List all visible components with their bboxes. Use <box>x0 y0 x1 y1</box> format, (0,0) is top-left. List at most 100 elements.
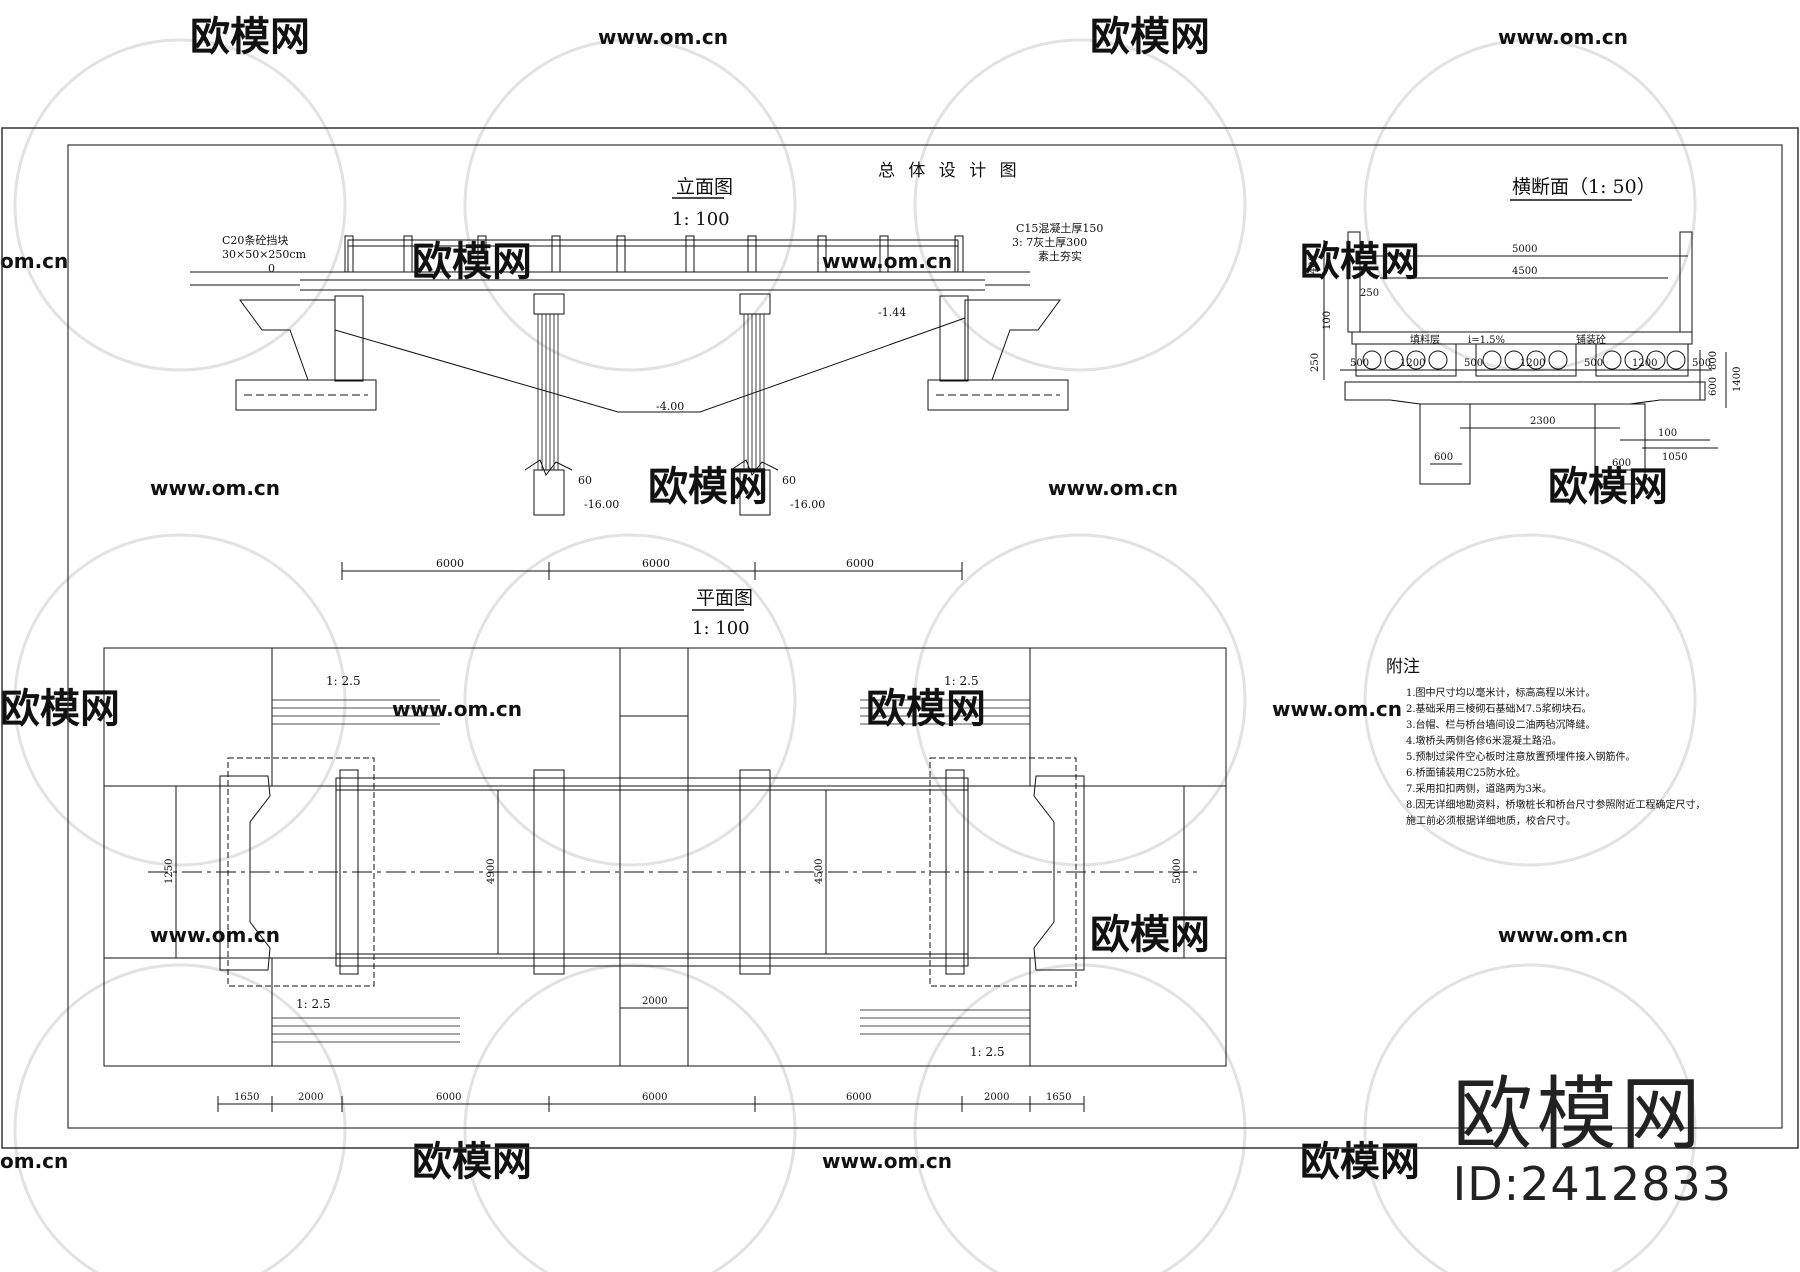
plan-d-2000b: 2000 <box>984 1092 1009 1103</box>
notes-item: 1.图中尺寸均以毫米计，标高高程以米计。 <box>1406 686 1596 699</box>
sheet-frames <box>1 127 1799 1149</box>
cs-d-500b: 500 <box>1464 358 1483 369</box>
elev-pile-dia-1: 60 <box>578 474 592 487</box>
wm-url: www.om.cn <box>1498 25 1628 49</box>
plan-width-right: 5000 <box>1172 859 1183 884</box>
elev-span-3: 6000 <box>846 557 874 570</box>
notes-block: 附注 1.图中尺寸均以毫米计，标高高程以米计。 2.基础采用三棱砌石基础M7.5… <box>1386 657 1706 827</box>
cs-dim-4500: 4500 <box>1512 266 1537 277</box>
plan-width-mid1: 4900 <box>486 859 497 884</box>
wm-url: www.om.cn <box>150 923 280 947</box>
cs-d-500a: 500 <box>1350 358 1369 369</box>
cs-d-1200b: 1200 <box>1520 358 1545 369</box>
brand-watermark: 欧模网 ID:2412833 <box>1452 1068 1732 1211</box>
notes-item: 6.桥面铺装用C25防水砼。 <box>1406 766 1526 779</box>
cs-dim-5000: 5000 <box>1512 244 1537 255</box>
cs-d-1050: 1050 <box>1662 452 1687 463</box>
notes-item: 5.预制过梁件空心板时注意放置预埋件接入钢筋件。 <box>1406 750 1636 763</box>
elevation-view: 立面图 1: 100 <box>190 176 1103 580</box>
cs-d-500d: 500 <box>1692 358 1711 369</box>
plan-slope-1: 1: 2.5 <box>326 674 361 688</box>
wm-url: www.om.cn <box>392 697 522 721</box>
elev-span-1: 6000 <box>436 557 464 570</box>
elevation-title: 立面图 <box>676 176 733 198</box>
elev-level-bottom: -4.00 <box>656 400 684 413</box>
notes-title: 附注 <box>1386 657 1420 677</box>
elev-level-top: 0 <box>268 262 275 275</box>
plan-d-2000a: 2000 <box>298 1092 323 1103</box>
notes-item: 3.台帽、栏与桥台墙间设二油两毡沉降缝。 <box>1406 718 1596 731</box>
elev-pile-tip-1: -16.00 <box>584 498 619 511</box>
plan-slope-2: 1: 2.5 <box>944 674 979 688</box>
cs-d-500c: 500 <box>1584 358 1603 369</box>
elev-pile-tip-2: -16.00 <box>790 498 825 511</box>
plan-width-mid2: 4500 <box>814 859 825 884</box>
cs-d-600c: 600 <box>1612 458 1631 469</box>
wm-brand: 欧模网 <box>412 1139 532 1185</box>
elev-pile-dia-2: 60 <box>782 474 796 487</box>
watermark-layer <box>13 38 1697 1272</box>
wm-url: www.om.cn <box>150 476 280 500</box>
cs-dim-250: 250 <box>1310 353 1321 372</box>
watermark-text: 欧模网 www.om.cn 欧模网 www.om.cn om.cn 欧模网 ww… <box>0 14 1668 1185</box>
notes-item: 施工前必须根据详细地质，校合尺寸。 <box>1406 814 1576 827</box>
brand-id-label: ID:2412833 <box>1452 1157 1732 1211</box>
wm-brand: 欧模网 <box>1548 464 1668 510</box>
cs-d-800: 800 <box>1708 351 1719 370</box>
cross-section-view: 横断面（1: 50） <box>1308 176 1743 485</box>
elev-note-right-3: 素土夯实 <box>1038 249 1082 263</box>
notes-item: 4.墩桥头两侧各修6米混凝土路沿。 <box>1406 734 1562 747</box>
wm-url: www.om.cn <box>598 25 728 49</box>
cs-dim-400: 400 <box>1308 255 1319 274</box>
elev-level-right: -1.44 <box>878 306 906 319</box>
wm-url: www.om.cn <box>1498 923 1628 947</box>
wm-brand: 欧模网 <box>1300 1139 1420 1185</box>
notes-item: 8.因无详细地勘资料，桥墩桩长和桥台尺寸参照附近工程确定尺寸， <box>1406 798 1706 811</box>
notes-item: 2.基础采用三棱砌石基础M7.5浆砌块石。 <box>1406 702 1592 715</box>
plan-slope-3: 1: 2.5 <box>296 997 331 1011</box>
plan-width-left: 1250 <box>164 859 175 884</box>
sheet-title: 总 体 设 计 图 <box>878 161 1021 181</box>
wm-brand: 欧模网 <box>0 686 120 732</box>
notes-item: 7.采用扣扣两侧，道路两为3米。 <box>1406 782 1552 795</box>
wm-brand: 欧模网 <box>1090 14 1210 60</box>
wm-brand: 欧模网 <box>412 239 532 285</box>
plan-d-6000b: 6000 <box>642 1092 667 1103</box>
wm-short-url: om.cn <box>0 249 68 273</box>
cs-d-600b: 600 <box>1434 452 1453 463</box>
cs-d-2300: 2300 <box>1530 416 1555 427</box>
cs-d-1200a: 1200 <box>1400 358 1425 369</box>
plan-d-6000c: 6000 <box>846 1092 871 1103</box>
brand-logo-text: 欧模网 <box>1452 1068 1705 1161</box>
wm-url: www.om.cn <box>822 1149 952 1173</box>
plan-d-6000a: 6000 <box>436 1092 461 1103</box>
elev-note-right-2: 3: 7灰土厚300 <box>1012 235 1087 249</box>
cs-label-layer: 填料层 <box>1410 333 1440 346</box>
plan-d-1650b: 1650 <box>1046 1092 1071 1103</box>
elevation-scale: 1: 100 <box>672 209 730 230</box>
wm-url: www.om.cn <box>1272 697 1402 721</box>
wm-short-url: om.cn <box>0 1149 68 1173</box>
plan-view: 平面图 1: 100 <box>103 587 1227 1112</box>
cs-d-600: 600 <box>1708 377 1719 396</box>
cs-label-pave: 铺装砼 <box>1576 333 1606 346</box>
wm-brand: 欧模网 <box>190 14 310 60</box>
plan-d-1650a: 1650 <box>234 1092 259 1103</box>
cs-dim-100: 100 <box>1322 311 1333 330</box>
wm-url: www.om.cn <box>822 249 952 273</box>
elev-note-right-1: C15混凝土厚150 <box>1016 221 1103 235</box>
wm-brand: 欧模网 <box>1090 912 1210 958</box>
cs-d-1400: 1400 <box>1732 367 1743 392</box>
cs-label-slope: i=1.5% <box>1468 335 1505 346</box>
wm-brand: 欧模网 <box>866 686 986 732</box>
cs-dim-250-top: 250 <box>1360 288 1379 299</box>
plan-channel: 2000 <box>642 996 667 1007</box>
cs-d-100: 100 <box>1658 428 1677 439</box>
elev-span-2: 6000 <box>642 557 670 570</box>
plan-scale: 1: 100 <box>692 618 750 639</box>
cross-section-title: 横断面（1: 50） <box>1512 176 1656 198</box>
elev-note-left-1: C20条砼挡块 <box>222 233 288 247</box>
wm-url: www.om.cn <box>1048 476 1178 500</box>
wm-brand: 欧模网 <box>648 464 768 510</box>
